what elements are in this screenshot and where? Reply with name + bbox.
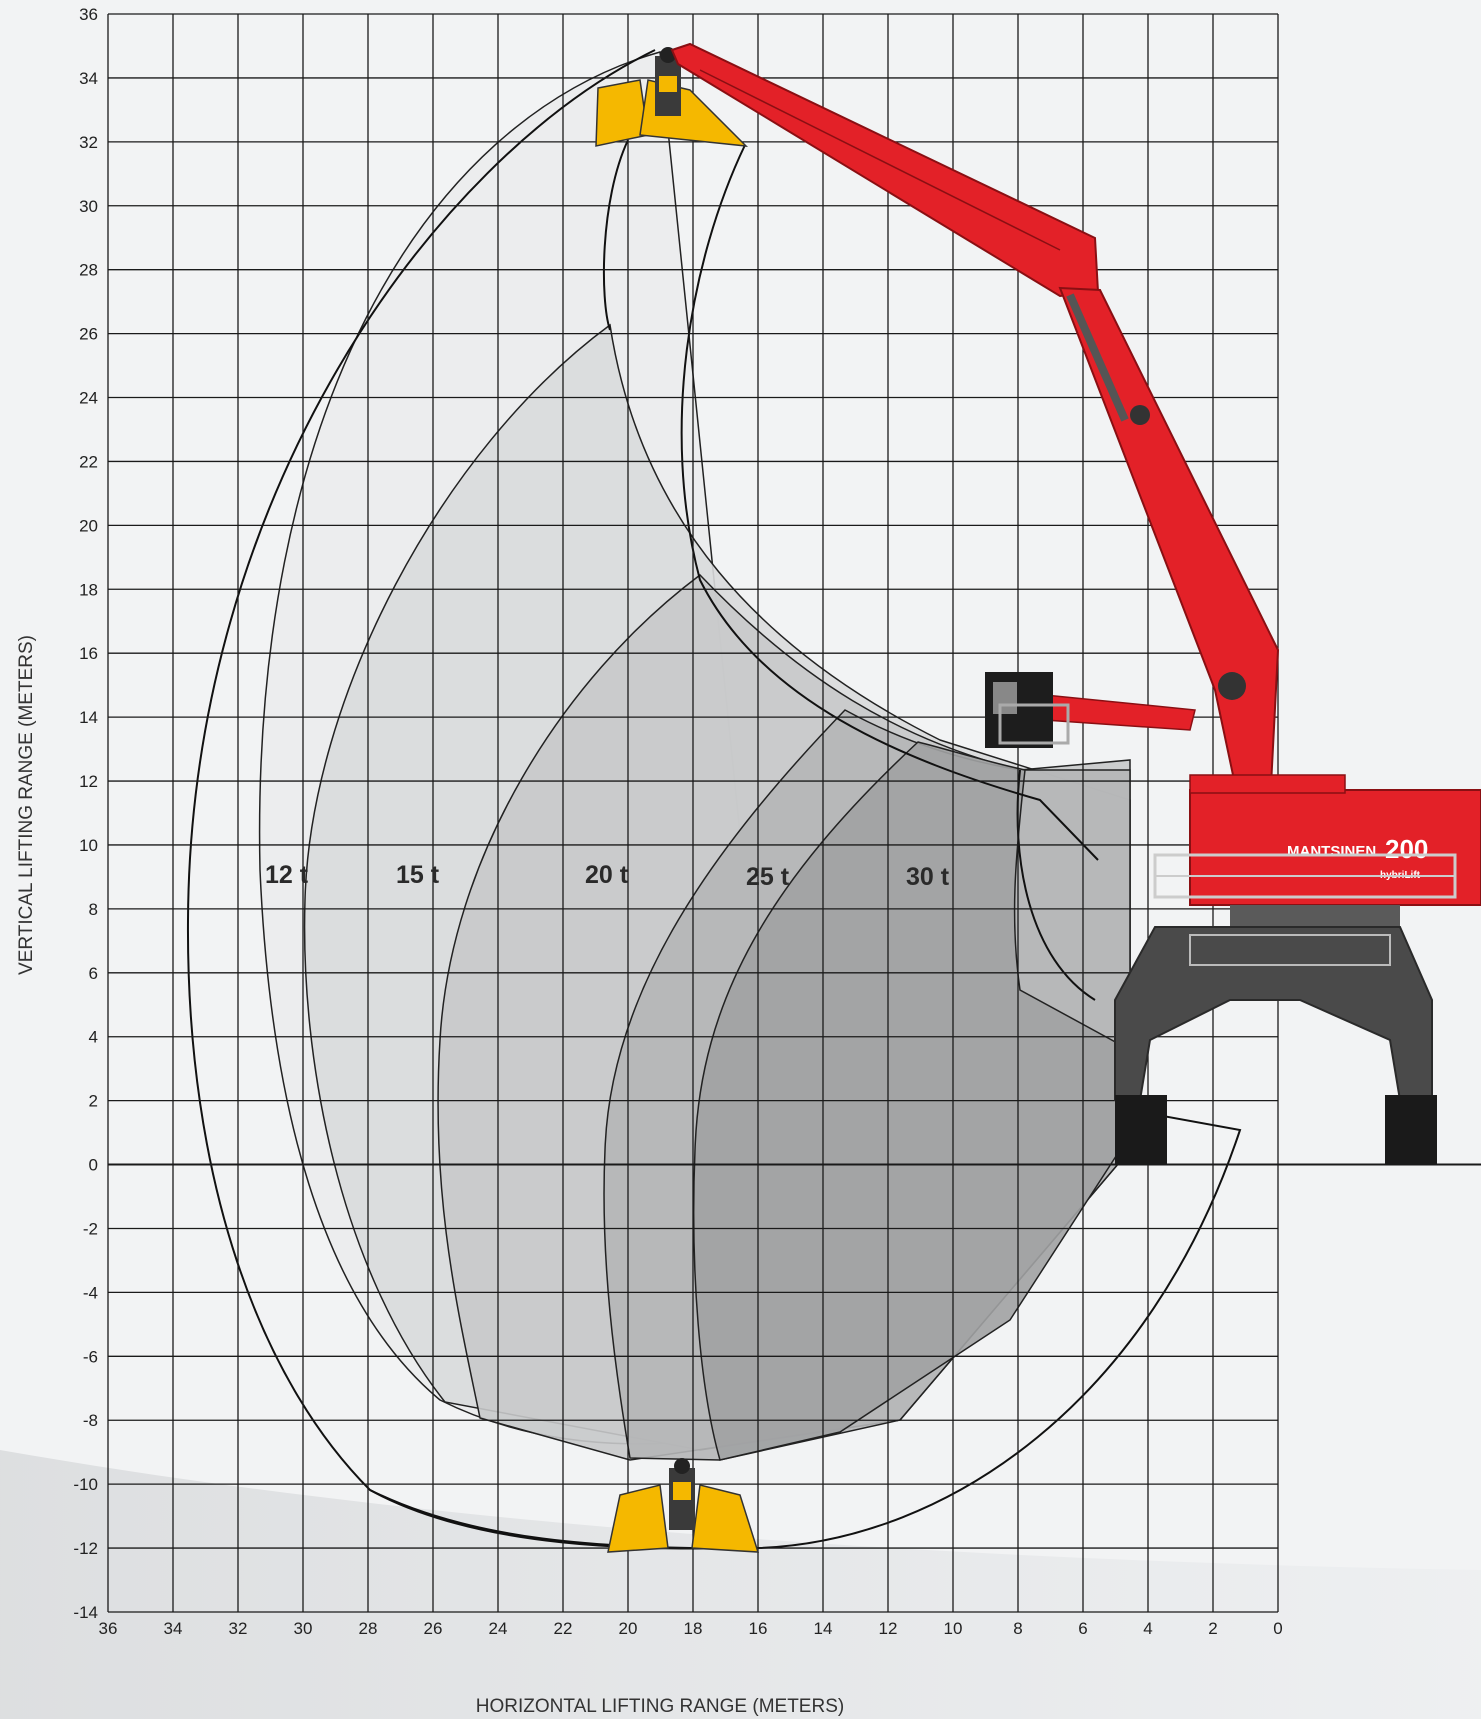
zone-label-15t: 15 t — [396, 861, 440, 889]
material-handler-machine: MANTSINEN 200 hybriLift — [670, 42, 1481, 1165]
main-boom — [1058, 286, 1280, 810]
envelope-outer — [186, 49, 1242, 1550]
x-axis-title: HORIZONTAL LIFTING RANGE (METERS) — [476, 1696, 844, 1717]
y-tick-label: 8 — [89, 900, 98, 919]
y-tick-label: -4 — [83, 1283, 98, 1302]
x-tick-label: 16 — [749, 1619, 768, 1638]
x-tick-label: 26 — [424, 1619, 443, 1638]
x-tick-label: 0 — [1273, 1619, 1282, 1638]
y-tick-label: -14 — [73, 1603, 98, 1622]
zone-label-20t: 20 t — [585, 861, 629, 889]
y-tick-label: 30 — [79, 197, 98, 216]
y-tick-label: 24 — [79, 389, 98, 408]
y-tick-label: 28 — [79, 261, 98, 280]
y-tick-label: 22 — [79, 452, 98, 471]
x-tick-label: 14 — [814, 1619, 833, 1638]
x-tick-label: 30 — [294, 1619, 313, 1638]
y-tick-label: 0 — [89, 1156, 98, 1175]
x-tick-label: 28 — [359, 1619, 378, 1638]
y-axis-ticks: 363432302826242220181614121086420-2-4-6-… — [73, 5, 98, 1622]
y-tick-label: -6 — [83, 1347, 98, 1366]
brand-name: MANTSINEN — [1287, 843, 1376, 860]
x-tick-label: 4 — [1143, 1619, 1152, 1638]
y-axis-title: VERTICAL LIFTING RANGE (METERS) — [16, 635, 37, 975]
y-tick-label: 10 — [79, 836, 98, 855]
y-tick-label: 34 — [79, 69, 98, 88]
y-tick-label: 16 — [79, 644, 98, 663]
x-tick-label: 20 — [619, 1619, 638, 1638]
stick-boom — [670, 42, 1100, 298]
y-tick-label: 36 — [79, 5, 98, 24]
y-tick-label: 6 — [89, 964, 98, 983]
x-tick-label: 32 — [229, 1619, 248, 1638]
portal-undercarriage — [1114, 926, 1433, 1101]
y-tick-label: 14 — [79, 708, 98, 727]
y-tick-label: -12 — [73, 1539, 98, 1558]
zone-label-12t: 12 t — [265, 861, 309, 889]
y-tick-label: -10 — [73, 1475, 98, 1494]
x-tick-label: 34 — [164, 1619, 183, 1638]
y-tick-label: 32 — [79, 133, 98, 152]
x-tick-label: 22 — [554, 1619, 573, 1638]
operator-cabin — [985, 672, 1070, 748]
x-tick-label: 36 — [99, 1619, 118, 1638]
y-tick-label: 4 — [89, 1028, 98, 1047]
lifting-zones — [186, 49, 1242, 1550]
y-tick-label: 26 — [79, 325, 98, 344]
x-tick-label: 8 — [1013, 1619, 1022, 1638]
brand-model: 200 — [1385, 834, 1428, 864]
grab-top-icon — [595, 47, 749, 147]
y-tick-label: 18 — [79, 580, 98, 599]
x-tick-label: 10 — [944, 1619, 963, 1638]
y-tick-label: -2 — [83, 1219, 98, 1238]
x-tick-label: 24 — [489, 1619, 508, 1638]
x-tick-label: 12 — [879, 1619, 898, 1638]
x-tick-label: 2 — [1208, 1619, 1217, 1638]
zone-labels: 12 t 15 t 20 t 25 t 30 t — [265, 861, 950, 891]
y-tick-label: 2 — [89, 1092, 98, 1111]
y-tick-label: -8 — [83, 1411, 98, 1430]
background-swoosh — [0, 1450, 1481, 1719]
y-tick-label: 12 — [79, 772, 98, 791]
zone-label-30t: 30 t — [906, 863, 950, 891]
envelope-inner — [602, 139, 629, 331]
grab-bottom-icon — [607, 1458, 760, 1553]
x-tick-label: 6 — [1078, 1619, 1087, 1638]
y-tick-label: 20 — [79, 516, 98, 535]
zone-label-25t: 25 t — [746, 863, 790, 891]
x-tick-label: 18 — [684, 1619, 703, 1638]
